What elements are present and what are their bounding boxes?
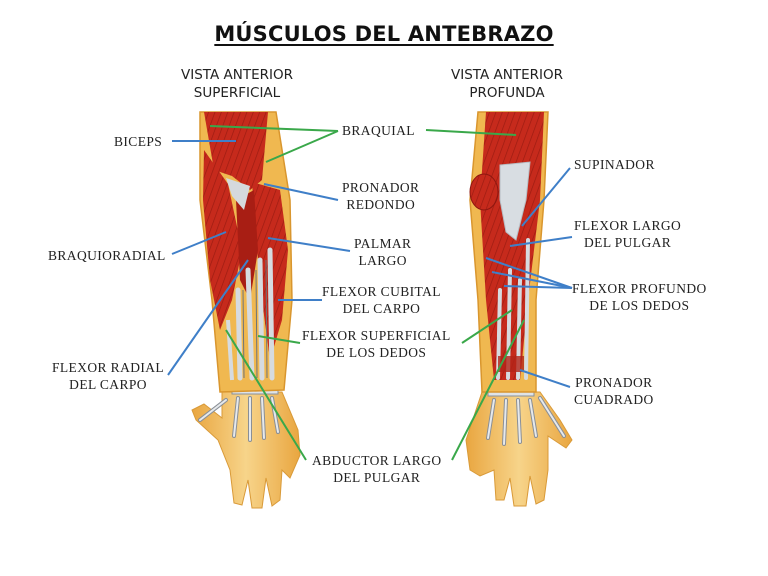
- label-text: ABDUCTOR LARGO: [312, 453, 442, 468]
- label-text: BRAQUIAL: [342, 123, 415, 138]
- label-text: FLEXOR RADIAL: [52, 360, 165, 375]
- leader-line-flexor-profundo-dedos: [503, 285, 573, 289]
- label-flexor-largo-pulgar: FLEXOR LARGO DEL PULGAR: [574, 217, 681, 251]
- leader-line-flexor-profundo-dedos: [491, 271, 573, 289]
- leader-line-flexor-superficial-dedos: [461, 309, 513, 344]
- leader-line-abductor-largo-pulgar: [225, 329, 307, 461]
- label-palmar-largo: PALMAR LARGO: [354, 235, 411, 269]
- view-heading-line: VISTA ANTERIOR: [181, 67, 293, 83]
- label-pronador-cuadrado: PRONADOR CUADRADO: [574, 374, 654, 408]
- leader-line-supinador: [521, 167, 571, 227]
- arm-superficial: [191, 111, 301, 509]
- label-braquioradial: BRAQUIORADIAL: [48, 247, 166, 264]
- label-text: DEL PULGAR: [584, 235, 672, 250]
- label-text: BICEPS: [114, 134, 163, 149]
- muscle-braquioradial: [203, 150, 242, 330]
- label-supinador: SUPINADOR: [574, 156, 655, 173]
- leader-line-flexor-superficial-dedos: [257, 335, 301, 344]
- leader-line-flexor-radial-carpo: [167, 259, 249, 376]
- leader-line-flexor-largo-pulgar: [509, 236, 573, 247]
- label-pronador-redondo: PRONADOR REDONDO: [342, 179, 419, 213]
- label-text: FLEXOR CUBITAL: [322, 284, 441, 299]
- label-flexor-radial-carpo: FLEXOR RADIAL DEL CARPO: [52, 359, 164, 393]
- label-text: DE LOS DEDOS: [326, 345, 427, 360]
- view-heading-line: VISTA ANTERIOR: [451, 67, 563, 83]
- muscle-biceps: [204, 112, 268, 190]
- label-text: DEL CARPO: [342, 301, 421, 316]
- leader-lines: [167, 125, 573, 461]
- label-flexor-cubital-carpo: FLEXOR CUBITAL DEL CARPO: [322, 283, 441, 317]
- label-text: FLEXOR LARGO: [574, 218, 682, 233]
- view-heading-line: SUPERFICIAL: [193, 85, 281, 101]
- view-heading-line: PROFUNDA: [469, 85, 545, 101]
- label-text: BRAQUIORADIAL: [48, 248, 166, 263]
- label-flexor-profundo-dedos: FLEXOR PROFUNDO DE LOS DEDOS: [572, 280, 707, 314]
- label-text: FLEXOR PROFUNDO: [572, 281, 707, 296]
- leader-line-pronador-redondo: [263, 183, 339, 201]
- leader-line-braquial: [265, 130, 339, 163]
- leader-line-pronador-cuadrado: [519, 369, 571, 388]
- label-text: REDONDO: [346, 197, 416, 212]
- page-title: MÚSCULOS DEL ANTEBRAZO: [0, 22, 768, 46]
- leader-line-braquial: [425, 129, 517, 136]
- view-heading-profunda: VISTA ANTERIOR PROFUNDA: [422, 66, 592, 102]
- view-heading-superficial: VISTA ANTERIOR SUPERFICIAL: [152, 66, 322, 102]
- hand-profunda: [465, 373, 573, 507]
- label-text: DEL PULGAR: [333, 470, 421, 485]
- label-text: LARGO: [358, 253, 407, 268]
- arm-profunda: [465, 111, 573, 507]
- leader-line-flexor-profundo-dedos: [485, 257, 573, 289]
- leader-line-braquioradial: [171, 231, 227, 255]
- label-flexor-superficial-dedos: FLEXOR SUPERFICIAL DE LOS DEDOS: [302, 327, 451, 361]
- label-text: PRONADOR: [575, 375, 653, 390]
- leader-line-palmar-largo: [267, 237, 351, 252]
- hand-superficial: [191, 371, 301, 509]
- label-text: DE LOS DEDOS: [589, 298, 690, 313]
- leader-line-abductor-largo-pulgar: [451, 319, 525, 461]
- label-biceps: BICEPS: [114, 133, 162, 150]
- label-text: PRONADOR: [342, 180, 420, 195]
- label-text: CUADRADO: [574, 392, 654, 407]
- label-abductor-largo-pulgar: ABDUCTOR LARGO DEL PULGAR: [312, 452, 442, 486]
- label-text: SUPINADOR: [574, 157, 655, 172]
- leader-line-braquial: [209, 125, 339, 132]
- label-text: FLEXOR SUPERFICIAL: [302, 328, 451, 343]
- label-text: PALMAR: [354, 236, 412, 251]
- page-title-text: MÚSCULOS DEL ANTEBRAZO: [214, 22, 554, 46]
- label-braquial: BRAQUIAL: [342, 122, 415, 139]
- label-text: DEL CARPO: [69, 377, 147, 392]
